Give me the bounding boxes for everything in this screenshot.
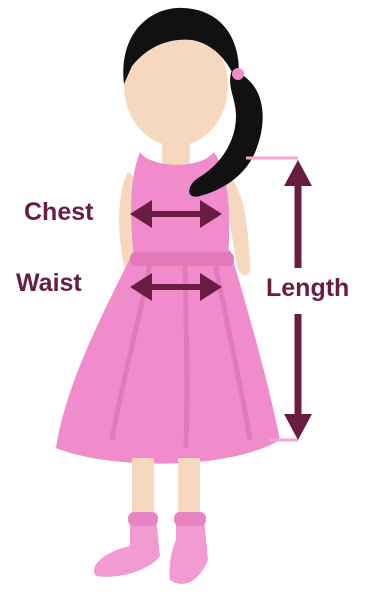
skirt-fold bbox=[185, 264, 187, 448]
chest-label: Chest bbox=[24, 200, 93, 225]
waist-label: Waist bbox=[16, 271, 82, 296]
right-sock-cuff bbox=[174, 512, 206, 526]
left-shoe bbox=[94, 518, 160, 577]
length-label: Length bbox=[266, 276, 349, 301]
hair-tie bbox=[232, 68, 244, 80]
right-shoe bbox=[169, 518, 208, 584]
dress-waistband bbox=[130, 252, 234, 266]
left-sock-cuff bbox=[128, 512, 158, 526]
